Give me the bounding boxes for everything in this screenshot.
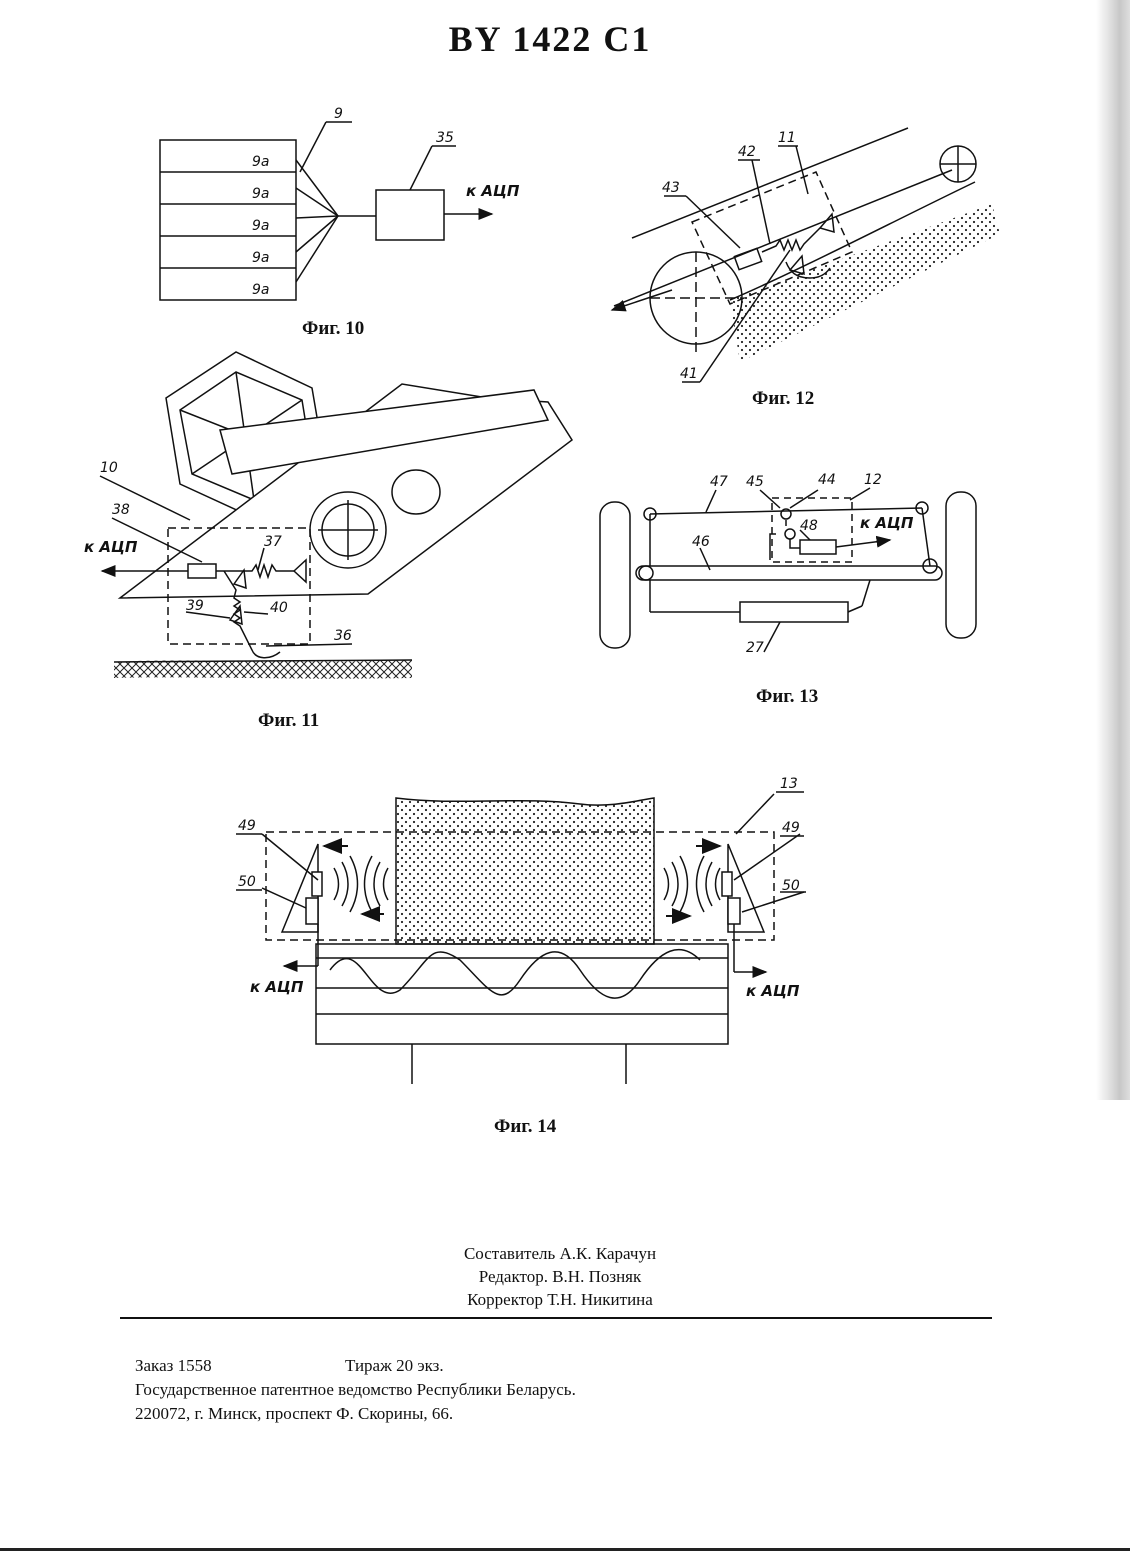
fig11-label-38: 38: [112, 502, 130, 518]
fig10-label-9a-2: 9а: [252, 186, 270, 202]
corrector-line: Корректор Т.Н. Никитина: [380, 1288, 740, 1311]
fig11-label-36: 36: [334, 628, 352, 644]
patent-office: Государственное патентное ведомство Респ…: [135, 1378, 576, 1402]
fig11-label-40: 40: [270, 600, 288, 616]
figure-13: [600, 488, 976, 652]
fig14-label-50-left: 50: [238, 874, 256, 890]
fig12-label-41: 41: [680, 366, 698, 382]
caption-fig14: Фиг. 14: [494, 1116, 556, 1138]
fig10-label-9a-5: 9а: [252, 282, 270, 298]
fig11-label-37: 37: [264, 534, 282, 550]
figure-14: [236, 792, 806, 1084]
circulation: Тираж 20 экз.: [345, 1354, 444, 1378]
order-number: Заказ 1558: [135, 1354, 345, 1378]
fig11-output-label: к АЦП: [84, 538, 138, 556]
fig13-label-47: 47: [710, 474, 728, 490]
fig10-output-label: к АЦП: [466, 182, 520, 200]
fig14-label-49-left: 49: [238, 818, 256, 834]
fig14-label-49-right: 49: [782, 820, 800, 836]
caption-fig11: Фиг. 11: [258, 710, 319, 732]
separator-rule: [120, 1317, 992, 1319]
fig13-label-48: 48: [800, 518, 818, 534]
fig11-label-39: 39: [186, 598, 204, 614]
fig11-label-10: 10: [100, 460, 118, 476]
compiler-line: Составитель А.К. Карачун: [380, 1242, 740, 1265]
fig13-label-45: 45: [746, 474, 764, 490]
scan-bottom-edge: [0, 1548, 1130, 1551]
imprint-block: Заказ 1558Тираж 20 экз. Государственное …: [135, 1354, 576, 1426]
office-address: 220072, г. Минск, проспект Ф. Скорины, 6…: [135, 1402, 576, 1426]
caption-fig10: Фиг. 10: [302, 318, 364, 340]
fig12-label-43: 43: [662, 180, 680, 196]
figure-12: [614, 128, 1000, 382]
caption-fig13: Фиг. 13: [756, 686, 818, 708]
fig13-label-27: 27: [746, 640, 764, 656]
fig13-output-label: к АЦП: [860, 514, 914, 532]
fig10-label-9a-3: 9а: [252, 218, 270, 234]
fig13-label-44: 44: [818, 472, 836, 488]
credits-block: Составитель А.К. Карачун Редактор. В.Н. …: [380, 1242, 740, 1311]
figure-10: [160, 122, 492, 300]
fig10-label-35: 35: [436, 130, 454, 146]
fig12-label-11: 11: [778, 130, 796, 146]
caption-fig12: Фиг. 12: [752, 388, 814, 410]
fig14-output-left: к АЦП: [250, 978, 304, 996]
fig13-label-46: 46: [692, 534, 710, 550]
sensor-stack: [160, 140, 296, 300]
fig10-label-9a-4: 9а: [252, 250, 270, 266]
block-35: [376, 190, 444, 240]
fig12-label-42: 42: [738, 144, 756, 160]
fig14-output-right: к АЦП: [746, 982, 800, 1000]
fig14-label-13: 13: [780, 776, 798, 792]
fig10-label-9a-1: 9а: [252, 154, 270, 170]
editor-line: Редактор. В.Н. Позняк: [380, 1265, 740, 1288]
fig13-label-12: 12: [864, 472, 882, 488]
fig14-label-50-right: 50: [782, 878, 800, 894]
fig10-label-9: 9: [334, 106, 343, 122]
